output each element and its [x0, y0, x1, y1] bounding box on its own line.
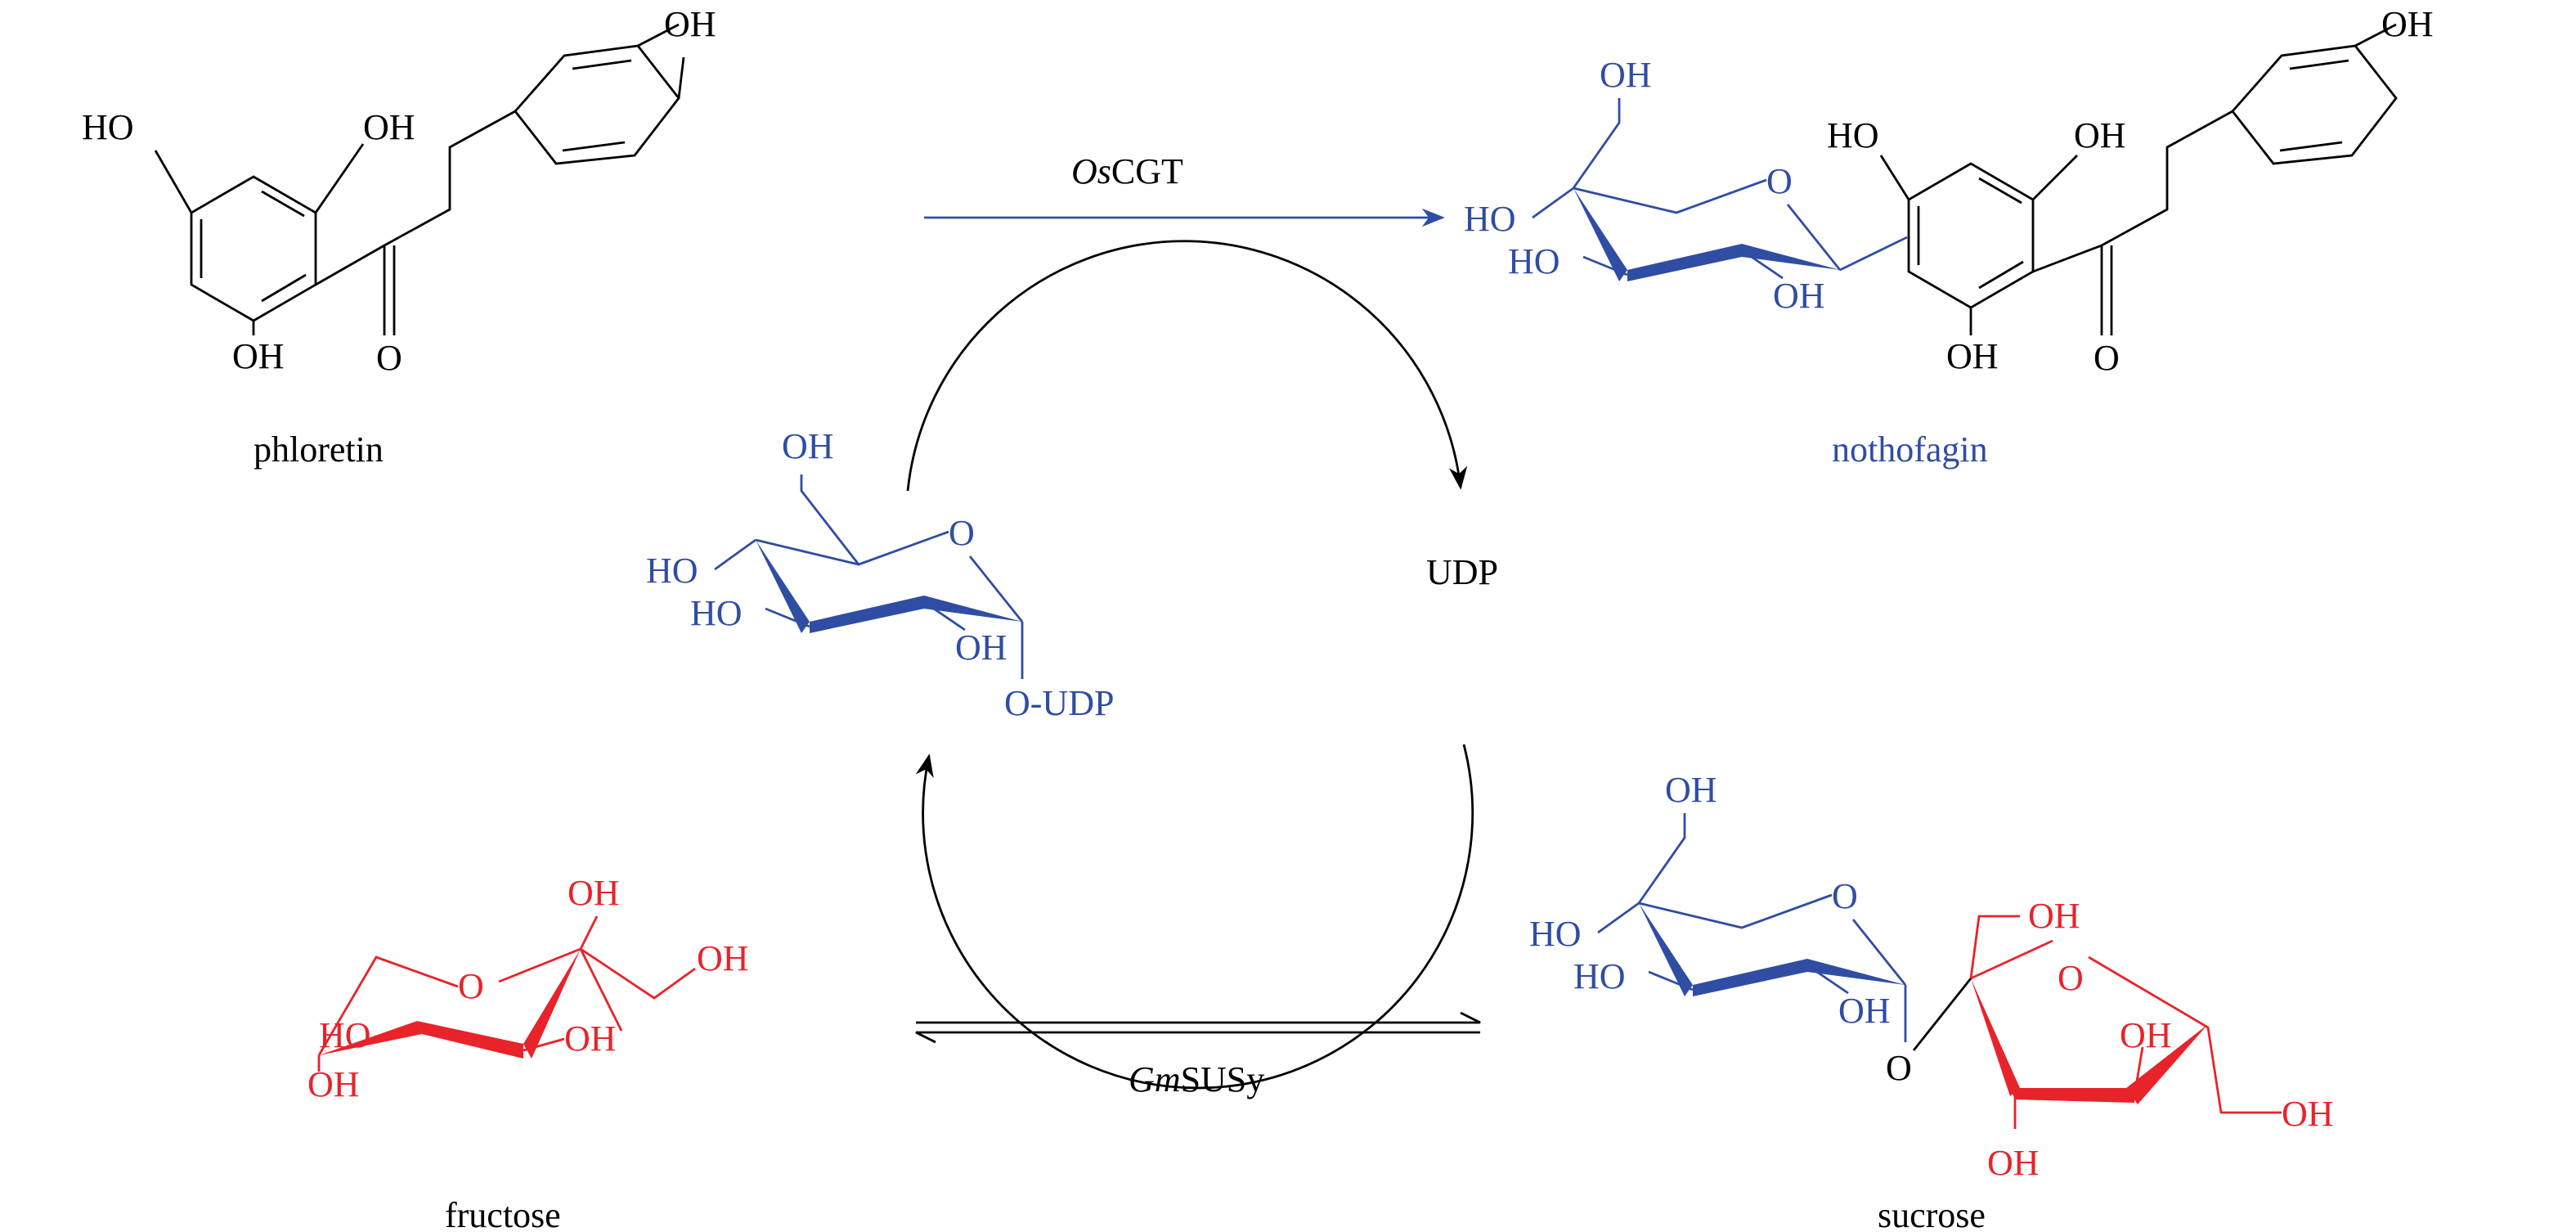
nothofagin-oh3: HO: [1508, 241, 1560, 281]
nothofagin-oh4: HO: [1464, 199, 1516, 239]
udpglc-ring-o: O: [949, 513, 975, 553]
fructose-oh-a: OH: [568, 873, 620, 913]
equilibrium-arrows: [915, 1011, 1481, 1044]
udpglc-oh3: HO: [690, 593, 743, 633]
udp-label: UDP: [1426, 552, 1498, 592]
fructose-structure: O OH OH OH HO OH fructose: [307, 873, 749, 1232]
sucrose-f-oh3: OH: [1987, 1143, 2040, 1183]
nothofagin-oh2: OH: [1773, 276, 1825, 316]
sucrose-oh2: OH: [1838, 991, 1891, 1031]
phloretin-ho-left: HO: [82, 107, 134, 147]
sucrose-oh4: HO: [1529, 914, 1582, 954]
fructose-oh-c: OH: [564, 1018, 617, 1059]
udpglc-oh4: HO: [646, 551, 698, 591]
nothofagin-ring-o: O: [1766, 161, 1793, 201]
lower-cycle-arrow: [915, 744, 1474, 1090]
udpglc-oh2: OH: [955, 627, 1008, 668]
sucrose-oh3: HO: [1573, 956, 1626, 996]
phloretin-structure: HO OH OH OH O phloretin: [82, 4, 716, 470]
sucrose-f-oh4: OH: [2120, 1015, 2172, 1055]
sucrose-f-oh6: OH: [2282, 1094, 2334, 1134]
nothofagin-label: nothofagin: [1832, 429, 1988, 470]
sucrose-structure: OH O HO HO OH O OH O OH OH OH sucrose: [1529, 770, 2334, 1232]
fructose-oh-e: OH: [307, 1064, 360, 1104]
sucrose-ch2oh: OH: [1665, 770, 1717, 810]
sucrose-label: sucrose: [1878, 1195, 1986, 1232]
fructose-ho-d: HO: [319, 1015, 371, 1055]
nothofagin-oh-b: OH: [2074, 115, 2126, 155]
nothofagin-oh-para: OH: [2381, 4, 2434, 44]
phloretin-label: phloretin: [254, 429, 384, 470]
sucrose-f-oh1: OH: [2028, 896, 2080, 936]
nothofagin-ho-a: HO: [1827, 115, 1879, 155]
udpglc-ch2oh: OH: [782, 426, 834, 466]
udpglc-o-udp: O-UDP: [1004, 683, 1114, 723]
nothofagin-ch2oh: OH: [1600, 55, 1652, 95]
nothofagin-carbonyl-o: O: [2094, 338, 2120, 378]
fructose-ring-o: O: [458, 966, 484, 1006]
gmsusy-label: GmSUSy: [1129, 1059, 1264, 1099]
phloretin-oh-top: OH: [363, 107, 415, 147]
nothofagin-structure: OH O HO HO OH HO OH OH OH O nothofagin: [1464, 4, 2434, 470]
phloretin-oh-bottom: OH: [232, 336, 285, 376]
sucrose-link-o: O: [1886, 1048, 1912, 1088]
upper-cycle-arrow: [906, 240, 1468, 492]
phloretin-oh-para: OH: [664, 4, 716, 44]
nothofagin-oh-c: OH: [1946, 336, 1999, 376]
sucrose-f-ring-o: O: [2058, 958, 2084, 998]
udp-glucose-structure: OH O HO HO OH O-UDP: [646, 426, 1114, 723]
oscgt-label: OsCGT: [1071, 151, 1183, 191]
fructose-label: fructose: [445, 1195, 561, 1232]
phloretin-carbonyl-o: O: [376, 338, 402, 378]
sucrose-ring-o: O: [1832, 876, 1858, 916]
fructose-oh-b: OH: [697, 938, 749, 978]
